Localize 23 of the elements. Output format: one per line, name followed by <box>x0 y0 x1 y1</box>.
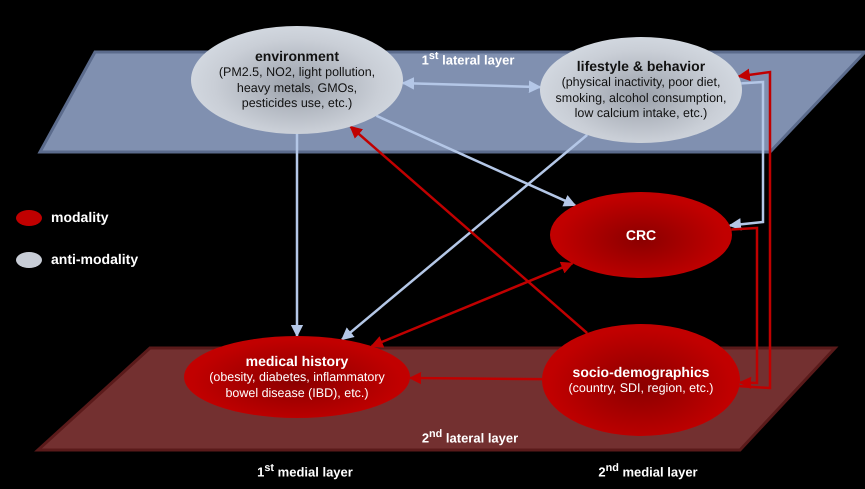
node-title: environment <box>254 48 339 66</box>
arrow <box>408 372 542 384</box>
node-description: (physical inactivity, poor diet, smoking, alcohol consumption, low calcium intake, etc.) <box>554 75 728 122</box>
node-description: (PM2.5, NO2, light pollution, heavy metals, GMOs, pesticides use, etc.) <box>218 65 376 112</box>
legend-label: anti-modality <box>51 251 138 267</box>
node-title: lifestyle & behavior <box>576 58 706 76</box>
layer-caption: 2$^{nd}$ lateral layer <box>422 428 518 446</box>
layer-caption: 1$^{st}$ medial layer <box>257 462 353 480</box>
node-description: (obesity, diabetes, inflammatory bowel disease (IBD), etc.) <box>208 370 386 401</box>
arrow <box>737 68 772 390</box>
arrow <box>376 114 576 206</box>
legend-label: modality <box>51 209 109 225</box>
layer-caption: 2$^{nd}$ medial layer <box>598 462 698 480</box>
node-title: CRC <box>626 226 656 244</box>
node-description: (country, SDI, region, etc.) <box>568 380 714 396</box>
node-title: medical history <box>246 353 348 370</box>
arrow <box>290 134 304 338</box>
node-title: socio-demographics <box>572 364 710 381</box>
arrow <box>370 262 574 348</box>
arrow <box>728 80 764 231</box>
layer-caption: 1$^{st}$ lateral layer <box>422 50 514 68</box>
arrow <box>402 77 542 93</box>
arrow <box>731 226 758 390</box>
